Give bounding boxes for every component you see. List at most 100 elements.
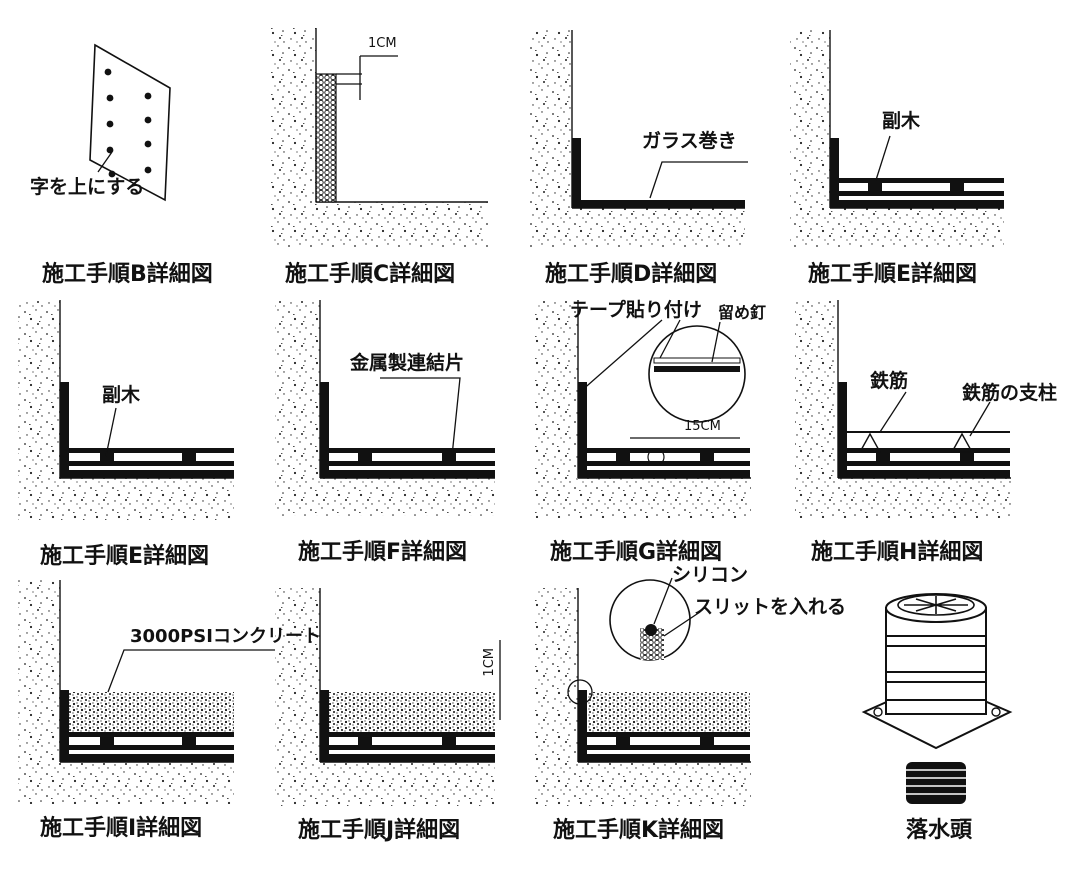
e1-soil bbox=[790, 30, 1004, 248]
caption-h: 施工手順H詳細図 bbox=[811, 540, 984, 565]
caption-drain: 落水頭 bbox=[906, 818, 973, 843]
detail-panels-group bbox=[18, 28, 1013, 806]
e2-spacer-block-1 bbox=[182, 452, 196, 464]
j-liner-wall bbox=[320, 690, 329, 762]
label-d-glass: ガラス巻き bbox=[642, 130, 737, 152]
h-rail-bot bbox=[847, 461, 1010, 466]
j-concrete-slab bbox=[329, 692, 495, 736]
g-zoom-tape bbox=[653, 357, 741, 364]
c-foam-strip bbox=[315, 73, 337, 203]
caption-f: 施工手順F詳細図 bbox=[298, 540, 468, 565]
caption-g: 施工手順G詳細図 bbox=[550, 540, 723, 565]
h-spacer-block-0 bbox=[876, 452, 890, 464]
i-spacer-block-1 bbox=[182, 736, 196, 748]
drain-grate-bars bbox=[904, 596, 968, 614]
d-liner-wall bbox=[572, 138, 581, 208]
e1-soil-wall bbox=[790, 30, 830, 248]
g-liner-wall bbox=[578, 382, 587, 478]
i-rail-top bbox=[69, 732, 234, 737]
label-c-dim: 1CM bbox=[368, 36, 397, 51]
e2-liner-wall bbox=[60, 382, 69, 478]
drain-bolt-0 bbox=[873, 707, 883, 717]
i-concrete-leader bbox=[107, 649, 306, 693]
e1-liner-wall bbox=[830, 138, 839, 208]
h-rebar-leader bbox=[879, 391, 907, 433]
g-spacer-block-1 bbox=[700, 452, 714, 464]
h-liner-floor bbox=[838, 470, 1010, 478]
e1-rail-bot bbox=[839, 191, 1004, 196]
j-frame bbox=[329, 732, 495, 750]
b-board-hole-5 bbox=[144, 140, 152, 148]
i-frame bbox=[69, 732, 234, 750]
drain-pipe bbox=[906, 762, 966, 804]
drain-head-icon bbox=[861, 593, 1013, 804]
k-detail-marker bbox=[567, 679, 593, 705]
j-rail-bot bbox=[329, 745, 495, 750]
b-board-hole-1 bbox=[144, 92, 152, 100]
g-rail-bot bbox=[587, 461, 750, 466]
i-rail-bot bbox=[69, 745, 234, 750]
k-liner-floor bbox=[578, 754, 750, 762]
d-soil-floor bbox=[572, 208, 745, 248]
g-tape-leader bbox=[579, 319, 663, 393]
h-support-leader bbox=[969, 401, 991, 437]
e2-liner-floor bbox=[60, 470, 234, 478]
k-concrete-slab bbox=[587, 692, 750, 736]
k-rail-bot bbox=[587, 745, 750, 750]
caption-e2: 施工手順E詳細図 bbox=[40, 544, 210, 569]
e2-spacer-block-0 bbox=[100, 452, 114, 464]
label-f-connector: 金属製連結片 bbox=[350, 352, 465, 374]
h-rail-top bbox=[847, 448, 1010, 453]
d-liner-floor bbox=[572, 200, 745, 208]
i-soil-wall bbox=[18, 580, 60, 804]
f-connector-leader bbox=[380, 377, 461, 457]
f-soil bbox=[275, 300, 495, 516]
caption-i: 施工手順I詳細図 bbox=[40, 816, 203, 841]
k-frame bbox=[587, 732, 750, 750]
g-spacer-block-0 bbox=[616, 452, 630, 464]
label-k-silicone: シリコン bbox=[672, 564, 749, 586]
caption-j: 施工手順J詳細図 bbox=[298, 818, 461, 843]
c-soil-floor bbox=[316, 202, 488, 248]
e2-rail-top bbox=[69, 448, 234, 453]
i-soil-floor bbox=[60, 762, 234, 804]
g-frame bbox=[587, 448, 750, 466]
label-h-support: 鉄筋の支柱 bbox=[962, 382, 1058, 404]
e1-soil-floor bbox=[830, 208, 1004, 248]
caption-d: 施工手順D詳細図 bbox=[545, 262, 718, 287]
k-spacer-block-0 bbox=[616, 736, 630, 748]
d-soil bbox=[530, 30, 745, 248]
caption-e1: 施工手順E詳細図 bbox=[808, 262, 978, 287]
k-soil-wall bbox=[535, 588, 578, 806]
e2-rail-bot bbox=[69, 461, 234, 466]
i-liner-floor bbox=[60, 754, 234, 762]
k-soil-floor bbox=[578, 762, 751, 806]
e1-spacer-block-1 bbox=[950, 182, 964, 194]
g-zoom-liner bbox=[654, 366, 740, 372]
b-board-hole-8 bbox=[108, 170, 116, 178]
label-k-slit: スリットを入れる bbox=[694, 596, 847, 618]
k-spacer-block-1 bbox=[700, 736, 714, 748]
e2-spacer-leader bbox=[105, 407, 117, 457]
e2-frame bbox=[69, 448, 234, 466]
k-slit-leader bbox=[663, 611, 701, 637]
g-liner-floor bbox=[578, 470, 750, 478]
k-rail-top bbox=[587, 732, 750, 737]
h-soil-wall bbox=[795, 300, 838, 518]
f-liner-wall bbox=[320, 382, 329, 478]
d-soil-wall bbox=[530, 30, 572, 248]
label-i-concrete: 3000PSIコンクリート bbox=[130, 626, 321, 647]
drain-bolt-1 bbox=[991, 707, 1001, 717]
e2-soil-wall bbox=[18, 300, 60, 520]
g-soil-wall bbox=[535, 300, 578, 518]
h-liner-wall bbox=[838, 382, 847, 478]
label-j-dim: 1CM bbox=[482, 648, 497, 677]
k-liner-wall bbox=[578, 690, 587, 762]
caption-k: 施工手順K詳細図 bbox=[553, 818, 725, 843]
h-support-chair-1 bbox=[950, 432, 974, 453]
g-soil-floor bbox=[578, 478, 751, 518]
label-g-dim: 15CM bbox=[684, 419, 721, 434]
j-soil-floor bbox=[320, 762, 495, 806]
